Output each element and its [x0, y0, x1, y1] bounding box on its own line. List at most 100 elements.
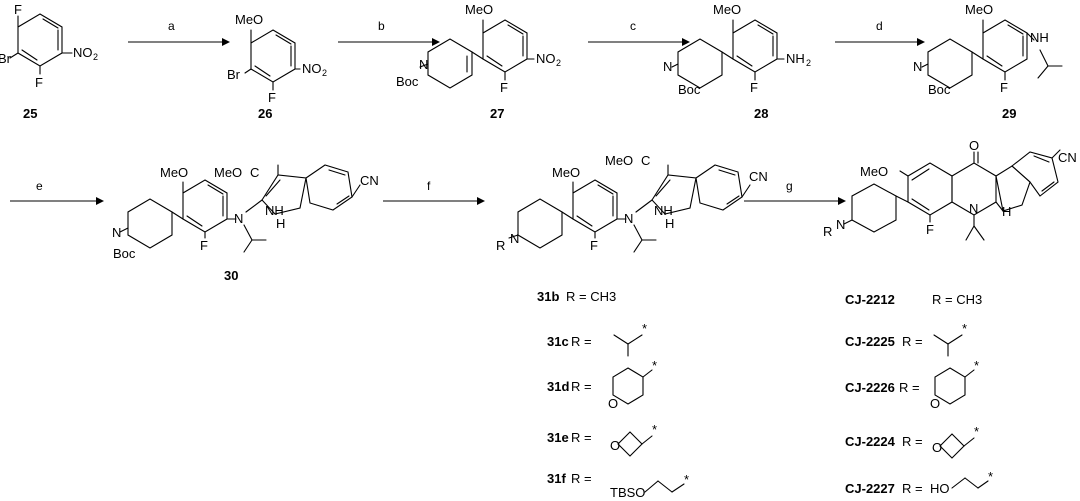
step-label-a: a	[168, 19, 175, 33]
isopropyl-group-cj2225: *	[933, 321, 967, 357]
atom-meo: MeO	[713, 2, 741, 17]
attachment-star: *	[642, 321, 647, 336]
atom-o: O	[930, 396, 940, 411]
atom-nh: NH	[1030, 30, 1049, 45]
atom-n: N	[419, 57, 428, 72]
oxetanyl-group-31e: * O	[610, 422, 657, 457]
atom-no2: NO	[536, 51, 556, 66]
atom-f: F	[35, 75, 43, 90]
step-label-d: d	[876, 19, 883, 33]
atom-no2: NO	[302, 61, 322, 76]
subscript-2: 2	[322, 68, 327, 78]
atom-boc: Boc	[678, 82, 701, 97]
compound-id-cj2226: CJ-2226	[845, 380, 895, 395]
atom-o: O	[932, 440, 942, 455]
compound-id-31e: 31e	[547, 430, 569, 445]
tbso-ethyl-group-31f: TBSO *	[610, 472, 689, 500]
compound-id-cj2224: CJ-2224	[845, 434, 896, 449]
compound-id-cj2212: CJ-2212	[845, 292, 895, 307]
r-equals-cj2227: R =	[902, 481, 923, 496]
structure-31: MeO MeO C CN F N NH H N R	[496, 153, 768, 253]
atom-h: H	[276, 216, 285, 231]
compound-label-29: 29	[1002, 106, 1016, 121]
compound-label-28: 28	[754, 106, 768, 121]
atom-nh: NH	[654, 203, 673, 218]
structure-25: F Br F NO 2	[0, 2, 98, 90]
r-equals-31c: R =	[571, 334, 592, 349]
atom-meo2c: MeO	[214, 165, 242, 180]
r-equals-31b: R = CH3	[566, 289, 616, 304]
atom-n: N	[510, 231, 519, 246]
oxanyl-group-31d: * O	[608, 358, 657, 411]
oxanyl-group-cj2226: * O	[930, 358, 979, 411]
compound-label-30: 30	[224, 268, 238, 283]
compound-id-31b: 31b	[537, 289, 559, 304]
atom-meo: MeO	[160, 165, 188, 180]
atom-n: N	[234, 211, 243, 226]
structure-28: MeO F NH 2 N Boc	[663, 2, 811, 97]
compound-id-cj2227: CJ-2227	[845, 481, 895, 496]
structure-cj: MeO O CN F N H N R	[823, 138, 1077, 241]
atom-o: O	[608, 396, 618, 411]
atom-o: O	[969, 138, 979, 153]
atom-h: H	[665, 216, 674, 231]
compound-id-cj2225: CJ-2225	[845, 334, 895, 349]
atom-nh2: NH	[786, 51, 805, 66]
group-tbso: TBSO	[610, 485, 645, 500]
atom-r: R	[496, 238, 505, 253]
structure-26: MeO Br F NO 2	[227, 12, 327, 105]
compound-label-26: 26	[258, 106, 272, 121]
subscript-2: 2	[93, 52, 98, 62]
group-ho: HO	[930, 481, 950, 496]
atom-meo: MeO	[552, 165, 580, 180]
r-equals-31e: R =	[571, 430, 592, 445]
hydroxyethyl-group-cj2227: HO *	[930, 469, 993, 496]
atom-cn: CN	[360, 173, 379, 188]
atom-o2c: C	[250, 165, 259, 180]
atom-o2c: C	[641, 153, 650, 168]
atom-f: F	[500, 80, 508, 95]
atom-boc: Boc	[113, 246, 136, 261]
subscript-2: 2	[556, 58, 561, 68]
r-equals-cj2212: R = CH3	[932, 292, 982, 307]
atom-n: N	[969, 201, 978, 216]
atom-f: F	[268, 90, 276, 105]
structure-29: MeO F NH N Boc	[913, 2, 1063, 97]
atom-meo: MeO	[965, 2, 993, 17]
atom-meo: MeO	[465, 2, 493, 17]
attachment-star: *	[684, 472, 689, 487]
atom-n: N	[112, 225, 121, 240]
compound-id-31f: 31f	[547, 471, 566, 486]
atom-n: N	[624, 211, 633, 226]
step-label-e: e	[36, 179, 43, 193]
structure-27: MeO F NO 2 N Boc	[396, 2, 561, 95]
atom-n: N	[663, 59, 672, 74]
atom-f: F	[200, 238, 208, 253]
compound-id-31c: 31c	[547, 334, 569, 349]
atom-cn: CN	[1058, 150, 1077, 165]
atom-no2: NO	[73, 45, 93, 60]
atom-br: Br	[0, 51, 12, 66]
atom-f: F	[590, 238, 598, 253]
atom-boc: Boc	[396, 74, 419, 89]
compound-label-25: 25	[23, 106, 37, 121]
atom-h: H	[1002, 204, 1011, 219]
atom-o: O	[610, 438, 620, 453]
atom-f: F	[1000, 80, 1008, 95]
atom-r: R	[823, 224, 832, 239]
attachment-star: *	[652, 422, 657, 437]
atom-meo: MeO	[235, 12, 263, 27]
atom-n: N	[836, 217, 845, 232]
atom-f: F	[750, 80, 758, 95]
step-label-f: f	[427, 179, 431, 193]
step-label-c: c	[630, 19, 636, 33]
isopropyl-group-31c: *	[613, 321, 647, 357]
r-equals-31d: R =	[571, 379, 592, 394]
compound-label-27: 27	[490, 106, 504, 121]
r-equals-cj2226: R =	[899, 380, 920, 395]
attachment-star: *	[988, 469, 993, 484]
substituent-table: 31b R = CH3 CJ-2212 R = CH3 31c R = * CJ…	[537, 289, 993, 500]
r-equals-31f: R =	[571, 471, 592, 486]
step-label-g: g	[786, 179, 793, 193]
